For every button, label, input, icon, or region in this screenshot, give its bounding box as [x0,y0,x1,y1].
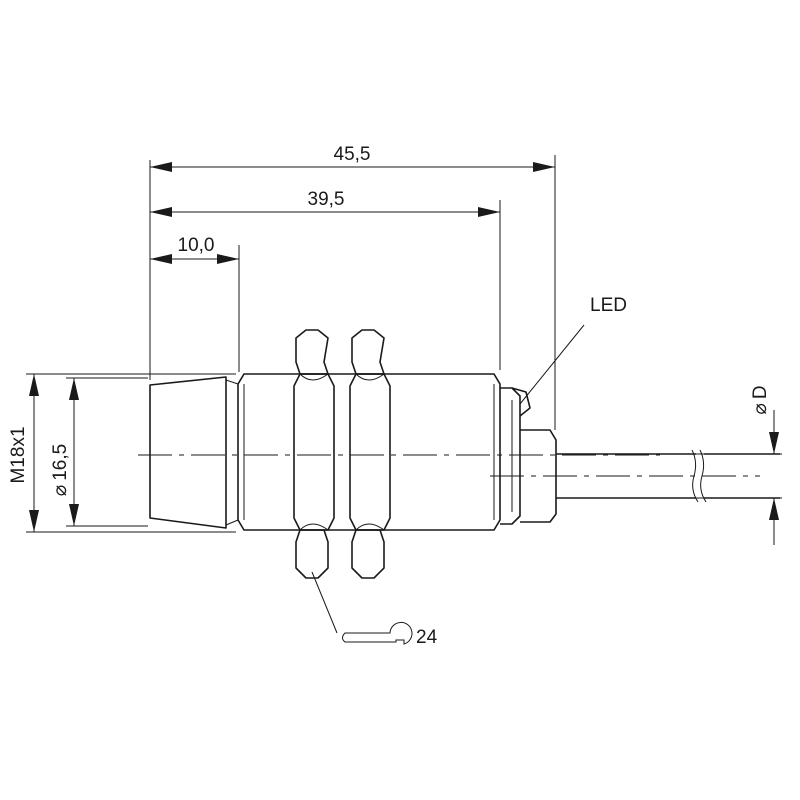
sensing-face [149,376,227,529]
nut-left [293,329,335,579]
thread-size-label: M18x1 [8,426,29,483]
threaded-housing [225,373,501,531]
face-diameter-label: ⌀ 16,5 [50,444,71,496]
extension-lines [26,155,782,533]
nut-right [349,329,391,579]
cable-diameter-label: ⌀D [750,385,771,414]
diameter-symbol-cable: ⌀ [750,403,771,414]
wrench-callout: 24 [311,571,438,648]
led-callout: LED [519,295,627,405]
face-diameter-value: 16,5 [50,444,71,481]
dimension-overall-length: 45,5 [150,144,555,172]
dimension-face-length: 10,0 [150,235,239,264]
face-length-label: 10,0 [178,235,215,256]
dimension-face-diameter: ⌀ 16,5 [50,378,79,526]
dimension-thread-size: M18x1 [8,374,39,532]
wrench-size-label: 24 [416,627,438,648]
dimension-cable-diameter: ⌀D [750,385,779,545]
dimension-thread-length: 39,5 [150,189,500,217]
wrench-icon [342,621,413,645]
overall-length-label: 45,5 [334,144,371,165]
cable-diameter-value: D [750,385,771,399]
rear-cap [500,387,557,525]
diameter-symbol: ⌀ [50,485,71,496]
led-label: LED [590,295,627,316]
thread-length-label: 39,5 [308,189,345,210]
